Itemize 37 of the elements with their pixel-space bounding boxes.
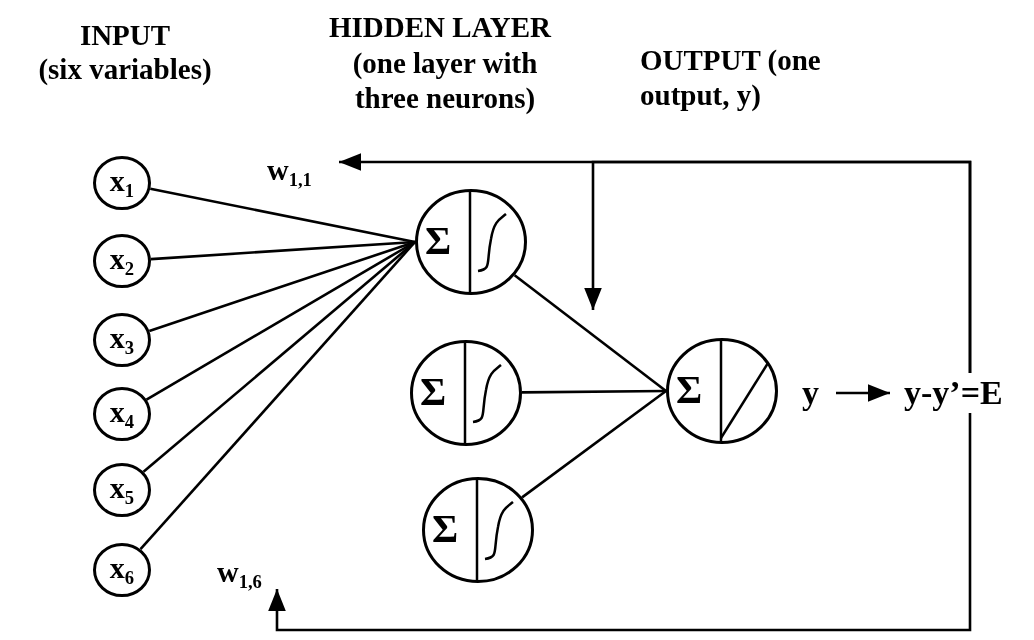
neuron — [422, 477, 534, 583]
input-variable: x$_{6}$ — [108, 553, 136, 588]
input-variable: x$_{2}$ — [108, 244, 136, 279]
feedback-arrow — [584, 160, 972, 373]
arrow — [836, 384, 890, 402]
sum-symbol: Σ — [425, 221, 452, 261]
neuron — [410, 340, 522, 446]
input-node — [93, 156, 151, 210]
input-variable: x$_{5}$ — [108, 473, 136, 508]
input-variable: x$_{1}$ — [108, 166, 136, 201]
layer-heading: INPUT — [78, 18, 172, 53]
layer-heading: HIDDEN LAYER — [327, 10, 553, 45]
neuron — [415, 189, 527, 295]
output-value: y — [802, 376, 819, 410]
sum-symbol: Σ — [676, 370, 703, 410]
connector-line — [150, 187, 416, 244]
sum-symbol: Σ — [420, 372, 447, 412]
layer-heading: (one layer with three neurons) — [351, 46, 539, 116]
input-node — [93, 313, 151, 367]
arrow — [268, 413, 972, 632]
sum-symbol: Σ — [432, 509, 459, 549]
connector-line — [513, 274, 667, 393]
output-neuron — [666, 338, 778, 444]
input-node — [93, 463, 151, 517]
connector-line — [522, 389, 666, 394]
layer-heading: (six variables) — [37, 52, 213, 87]
layer-heading: OUTPUT (one output, y) — [640, 43, 822, 113]
connector-line — [521, 389, 667, 499]
weight-label: w$_{1,6}$ — [217, 557, 262, 592]
error-formula: y-y’=E — [904, 376, 1003, 410]
connector-line — [139, 241, 416, 551]
input-node — [93, 387, 151, 441]
input-node — [93, 234, 151, 288]
input-node — [93, 543, 151, 597]
weight-label: w$_{1,1}$ — [267, 155, 312, 190]
input-variable: x$_{4}$ — [108, 397, 136, 432]
input-variable: x$_{3}$ — [108, 323, 136, 358]
